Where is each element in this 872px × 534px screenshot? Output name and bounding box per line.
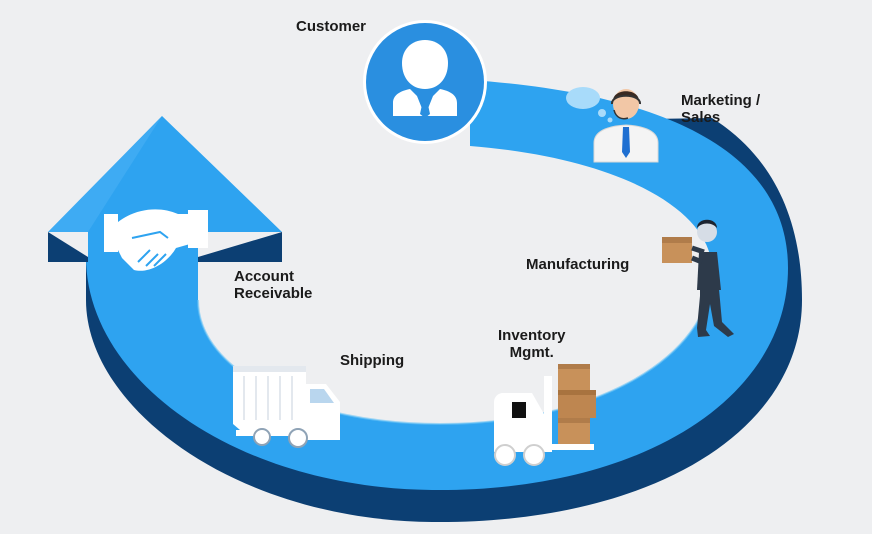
inventory-label-line1: Inventory <box>498 327 566 344</box>
sales-agent-icon <box>566 87 659 163</box>
customer-icon <box>393 40 457 118</box>
cycle-arrow-head <box>48 232 88 262</box>
truck-icon <box>233 366 340 448</box>
customer-label: Customer <box>296 18 367 35</box>
shipping-label: Shipping <box>340 352 405 369</box>
worker-carrying-box-icon <box>662 219 734 337</box>
manufacturing-label: Manufacturing <box>526 256 630 273</box>
inventory-label: Inventory Mgmt. <box>498 327 566 361</box>
forklift-icon <box>494 364 596 466</box>
marketing-sales-label-line2: Sales <box>681 109 721 126</box>
handshake-icon <box>104 209 208 271</box>
ring-inner-highlight <box>197 269 713 426</box>
cycle-arrow-head-dark-right <box>198 232 282 262</box>
account-receivable-label-line2: Receivable <box>234 285 313 302</box>
arrow-head-shine <box>48 116 162 232</box>
marketing-sales-label: Marketing / Sales <box>681 92 760 126</box>
thought-bubble <box>566 87 600 109</box>
marketing-sales-label-line1: Marketing / <box>681 92 761 109</box>
account-receivable-label: Account Receivable <box>234 268 312 302</box>
inventory-label-line2: Mgmt. <box>509 344 554 361</box>
account-receivable-label-line1: Account <box>234 268 294 285</box>
